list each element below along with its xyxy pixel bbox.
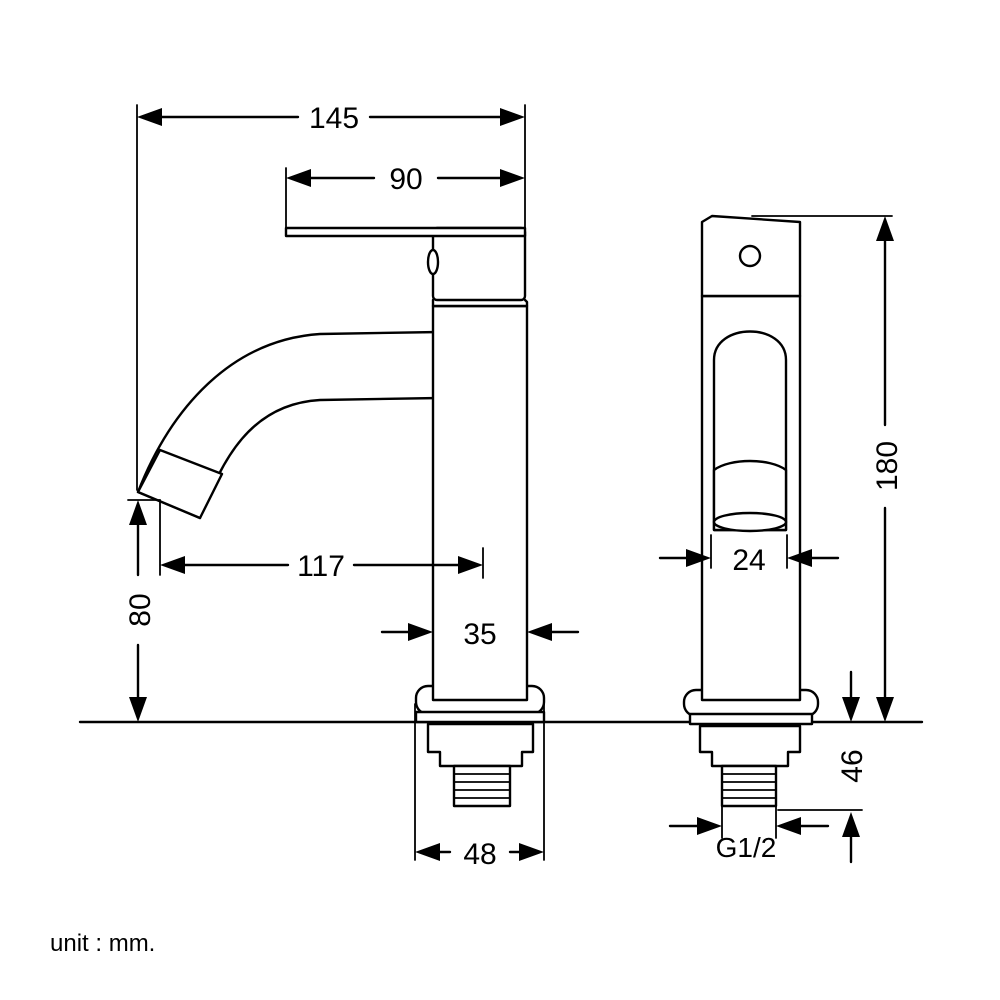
front-lever-block xyxy=(431,226,527,302)
front-spout-tip xyxy=(136,448,224,520)
dimension-handle-length: 90 xyxy=(285,163,525,229)
front-view-faucet xyxy=(136,226,546,808)
dimension-overall-reach: 145 xyxy=(136,102,526,491)
side-washer xyxy=(688,712,814,726)
dimension-spout-height: 80 xyxy=(124,499,161,722)
dim-label-117: 117 xyxy=(297,550,345,583)
front-thread-lines xyxy=(453,773,511,799)
dimension-under-counter: 46 xyxy=(777,670,869,864)
dim-label-90: 90 xyxy=(389,163,422,196)
units-note: unit : mm. xyxy=(50,930,156,957)
side-nut xyxy=(698,724,802,768)
front-thread-shank xyxy=(452,764,512,808)
front-nut xyxy=(426,722,535,768)
front-lever-handle xyxy=(284,226,527,238)
side-view-faucet xyxy=(682,214,820,808)
dim-label-80: 80 xyxy=(124,593,157,626)
dimension-thread: G1/2 xyxy=(668,805,830,863)
side-thread-shank xyxy=(720,764,778,808)
dim-label-48: 48 xyxy=(463,838,496,871)
side-aerator xyxy=(712,511,788,533)
side-lever-hole xyxy=(738,244,762,268)
dim-label-145: 145 xyxy=(309,102,359,135)
front-washer xyxy=(414,710,546,724)
dimension-side-width: 24 xyxy=(658,534,840,577)
dimension-base-diameter: 48 xyxy=(414,703,545,871)
dim-label-46: 46 xyxy=(836,749,869,782)
front-lever-screw xyxy=(426,248,440,276)
dim-label-180: 180 xyxy=(871,441,904,491)
front-body xyxy=(431,304,529,702)
dimension-total-height: 180 xyxy=(751,215,904,723)
dim-label-24: 24 xyxy=(732,544,765,577)
dim-label-thread: G1/2 xyxy=(716,832,777,863)
side-thread-lines xyxy=(721,773,777,799)
side-spout-front xyxy=(712,459,788,532)
dimension-body-diameter: 35 xyxy=(380,618,580,651)
dim-label-35: 35 xyxy=(463,618,496,651)
dimension-spout-reach: 117 xyxy=(159,499,484,583)
